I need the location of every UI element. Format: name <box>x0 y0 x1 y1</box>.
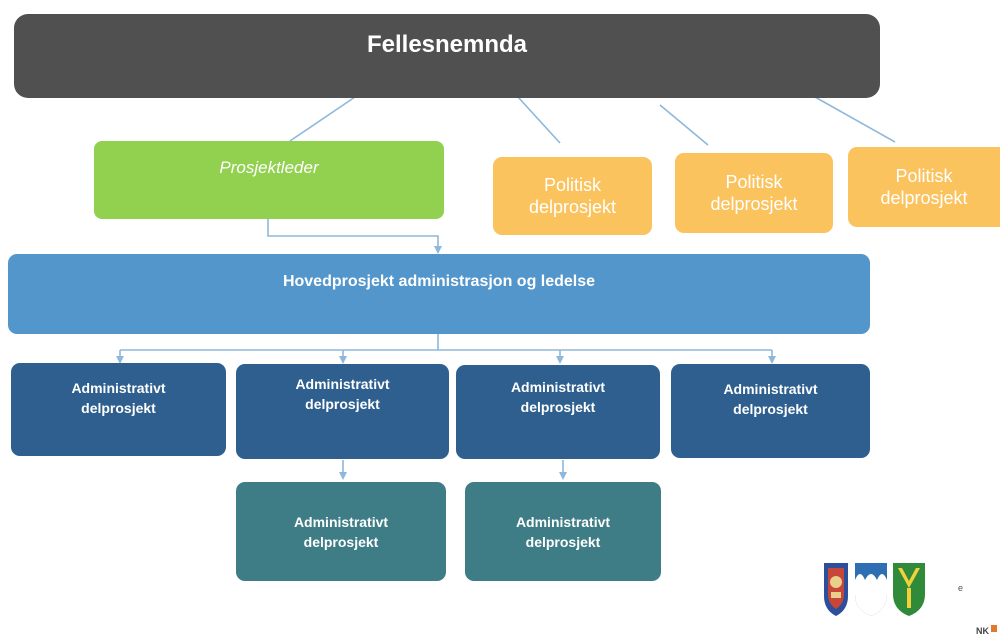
corner-logo-icon <box>991 625 997 632</box>
municipality-logos <box>824 563 925 616</box>
hovedprosjekt-box: Hovedprosjekt administrasjon og ledelse <box>8 254 870 334</box>
political-subproject-box: Politisk delprosjekt <box>675 153 833 233</box>
admin-subproject-box: Administrativt delprosjekt <box>236 364 449 459</box>
admin-sub-subproject-label: Administrativt delprosjekt <box>293 513 389 550</box>
connector-top-to-political-1 <box>517 96 561 144</box>
admin-sub-subproject-box: Administrativt delprosjekt <box>236 482 446 581</box>
hovedprosjekt-label: Hovedprosjekt administrasjon og ledelse <box>282 273 596 290</box>
prosjektleder-label: Prosjektleder <box>219 158 319 177</box>
political-subproject-box: Politisk delprosjekt <box>848 147 1000 227</box>
connector-top-to-leader <box>289 96 356 142</box>
connector-leader-to-main <box>267 219 442 254</box>
footer-small-mark: e <box>958 583 964 593</box>
footer-corner-mark: NK <box>976 626 989 636</box>
admin-subproject-label: Administrativt delprosjekt <box>295 376 390 412</box>
admin-subproject-label: Administrativt delprosjekt <box>71 380 166 416</box>
admin-subproject-label: Administrativt delprosjekt <box>723 381 818 417</box>
admin-subproject-label: Administrativt delprosjekt <box>510 379 606 415</box>
connector-top-to-political-3 <box>814 96 896 143</box>
fellesnemnda-box: Fellesnemnda <box>14 14 880 98</box>
prosjektleder-box: Prosjektleder <box>94 141 444 219</box>
admin-subproject-box: Administrativt delprosjekt <box>11 363 226 456</box>
political-subproject-label: Politisk delprosjekt <box>528 175 617 217</box>
coat-of-arms-1-icon <box>824 563 848 616</box>
political-subproject-label: Politisk delprosjekt <box>710 172 798 214</box>
fellesnemnda-label: Fellesnemnda <box>366 31 528 58</box>
admin-subproject-box: Administrativt delprosjekt <box>456 365 660 459</box>
admin-sub-subproject-box: Administrativt delprosjekt <box>465 482 661 581</box>
coat-of-arms-3-icon <box>893 563 925 616</box>
political-subproject-box: Politisk delprosjekt <box>493 157 652 235</box>
admin-sub-subproject-label: Administrativt delprosjekt <box>515 513 611 550</box>
connector-top-to-political-2 <box>659 104 709 146</box>
political-subproject-label: Politisk delprosjekt <box>880 166 968 208</box>
admin-subproject-box: Administrativt delprosjekt <box>671 364 870 458</box>
coat-of-arms-2-icon <box>855 563 887 616</box>
